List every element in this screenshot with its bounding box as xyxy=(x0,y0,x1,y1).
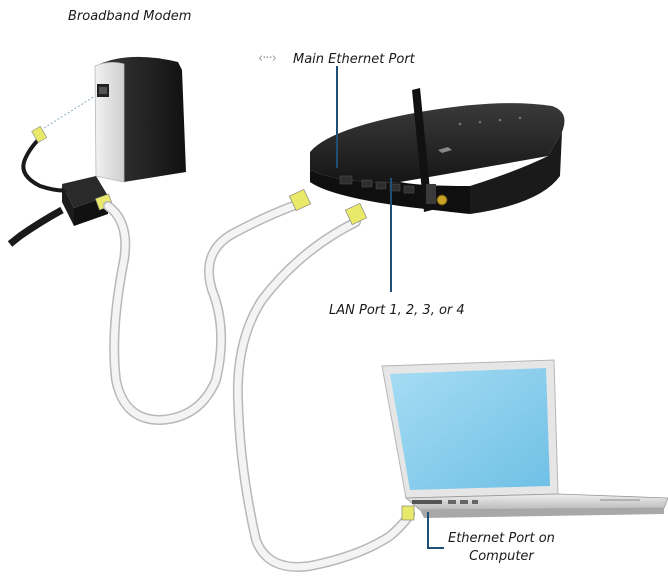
router-antenna-connector xyxy=(436,194,448,206)
router-antenna xyxy=(412,88,432,212)
laptop-ethernet-port xyxy=(412,500,442,504)
laptop-computer xyxy=(381,359,668,518)
main-ethernet-port-label: Main Ethernet Port xyxy=(293,52,415,67)
ethernet-port-icon: ‹···› xyxy=(258,51,277,66)
lan-port-label: LAN Port 1, 2, 3, or 4 xyxy=(329,303,465,318)
power-cord xyxy=(7,206,64,247)
router-lan-connector xyxy=(344,202,368,226)
cable-modem-to-router xyxy=(103,188,312,426)
computer-label-line-1: Ethernet Port on xyxy=(448,531,555,546)
computer-connector xyxy=(401,505,415,521)
router-main-connector xyxy=(288,188,312,212)
callout-lines xyxy=(336,66,444,549)
callout-computer-port xyxy=(427,512,444,549)
wireless-router xyxy=(310,88,565,214)
cable-router-to-computer xyxy=(232,202,415,572)
computer-ethernet-port-label: Ethernet Port on Computer xyxy=(448,530,555,566)
router-main-port xyxy=(339,175,353,185)
cable-splitter xyxy=(7,176,114,247)
modem-power-cable xyxy=(21,95,96,193)
laptop-screen xyxy=(390,368,550,490)
modem-cable-connector xyxy=(31,125,48,143)
modem-front-face xyxy=(94,62,125,183)
broadband-modem-label: Broadband Modem xyxy=(68,9,192,24)
computer-label-line-2: Computer xyxy=(469,549,534,564)
broadband-modem xyxy=(94,56,186,183)
laptop-base xyxy=(404,493,668,511)
